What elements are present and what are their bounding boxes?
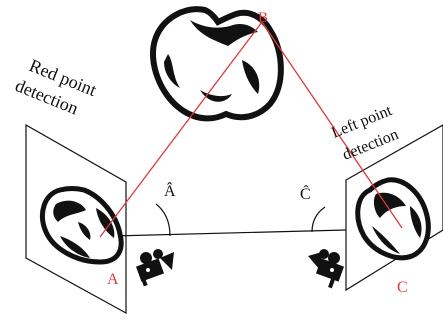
point-a-label: A: [107, 271, 119, 288]
left-apple-image: [40, 186, 124, 265]
angle-a-label: Â: [164, 181, 176, 200]
angle-a-arc: [155, 203, 171, 237]
angle-c-label: Ĉ: [300, 184, 311, 203]
ray-c-b: [261, 21, 403, 229]
right-apple-image: [355, 177, 431, 261]
point-c-label: C: [397, 279, 408, 296]
angle-c-arc: [311, 206, 326, 233]
baseline-line: [111, 229, 347, 237]
ray-a-b: [99, 21, 263, 238]
camera-icon: [308, 249, 345, 289]
apple-icon: [150, 6, 284, 122]
point-b-label: B: [258, 10, 268, 26]
camera-icon: [135, 249, 174, 287]
